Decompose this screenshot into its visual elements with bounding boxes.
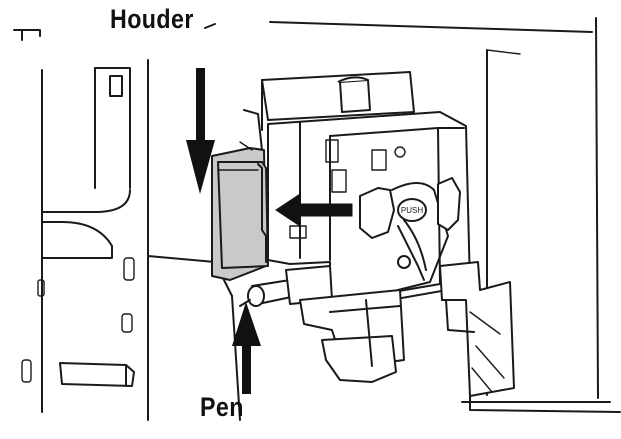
arrow-houder (186, 68, 215, 194)
arrow-push-left (275, 193, 353, 227)
printer-frame (13, 17, 621, 413)
label-houder: Houder (110, 4, 194, 34)
pen-rod (239, 279, 297, 307)
label-pen: Pen (200, 392, 244, 422)
holder-front (217, 161, 269, 269)
arrow-pen (232, 302, 261, 394)
fixing-unit (261, 71, 515, 397)
push-badge: PUSH (397, 198, 427, 222)
push-badge-text: PUSH (401, 206, 423, 215)
left-panel (21, 59, 149, 421)
holder-part (211, 109, 269, 281)
